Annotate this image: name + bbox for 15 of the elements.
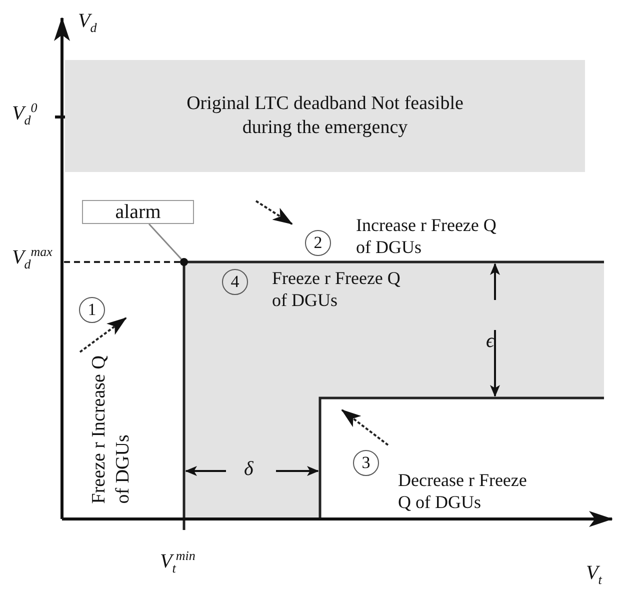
axis-label: V$_{t}$ [586, 562, 602, 588]
callout-box: alarm [82, 200, 194, 224]
circled-number: 1 [79, 297, 105, 323]
circled-number: 2 [305, 230, 331, 256]
point-marker [180, 258, 188, 266]
axis-label: V$_{d}$ [78, 10, 97, 36]
annotation-text: Increase r Freeze Q of DGUs [356, 215, 498, 258]
annotation-text: Freeze r Increase Q of DGUs [87, 354, 134, 504]
annotation-text: Decrease r Freeze Q of DGUs [398, 470, 528, 514]
dimension-label: δ [244, 458, 254, 481]
leader-line [148, 224, 182, 260]
circled-number: 3 [353, 450, 379, 476]
dimension-label: ϵ [486, 330, 494, 353]
deadband-region: Original LTC deadband Not feasible during the emergency [65, 60, 585, 172]
annotation-text: Freeze r Freeze Q of DGUs [272, 268, 402, 312]
